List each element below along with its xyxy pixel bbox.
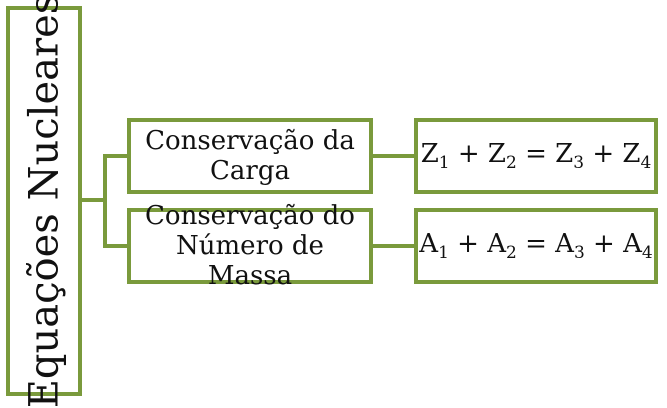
node-label-line: Número de Massa [176,231,324,291]
equation-operator: + [584,139,623,169]
connector-to-carga [103,154,127,158]
equation-subscript: 1 [438,243,449,263]
connector-carga-to-equation [373,154,414,158]
equation-operator: + [584,229,624,259]
node-equation-massa: A1 + A2 = A3 + A4 [414,208,658,284]
equation-subscript: 2 [506,243,517,263]
node-label-line: Conservação da [145,126,355,156]
connector-to-massa [103,244,127,248]
equation-operator: = [516,229,556,259]
connector-root-stem [82,198,105,202]
equation-variable: Z [487,139,506,169]
equation-subscript: 4 [640,153,652,173]
equation-variable: A [555,229,574,259]
node-conservacao-massa: Conservação do Número de Massa [127,201,373,291]
equation-variable: Z [555,139,574,169]
node-label-line: Conservação do [145,201,355,231]
equation-subscript: 4 [641,243,653,263]
equation-variable: A [487,229,506,259]
equation-carga: Z1 + Z2 = Z3 + Z4 [421,139,652,173]
equation-operator: = [516,139,556,169]
connector-vertical [103,154,107,248]
node-equation-carga: Z1 + Z2 = Z3 + Z4 [414,118,658,194]
equation-operator: + [448,229,488,259]
equation-subscript: 1 [438,153,450,173]
equation-variable: A [623,229,642,259]
node-conservacao-carga: Conservação da Carga [127,118,373,194]
root-node: Equações Nucleares [6,0,82,408]
equation-variable: Z [622,139,641,169]
node-label-line: Carga [210,156,290,186]
equation-subscript: 3 [573,153,585,173]
equation-operator: + [449,139,488,169]
equation-variable: A [419,229,439,259]
equation-massa: A1 + A2 = A3 + A4 [419,229,652,263]
root-label: Equações Nucleares [21,0,68,408]
equation-subscript: 2 [506,153,517,173]
equation-variable: Z [420,139,439,169]
equation-subscript: 3 [573,243,585,263]
connector-massa-to-equation [373,244,414,248]
